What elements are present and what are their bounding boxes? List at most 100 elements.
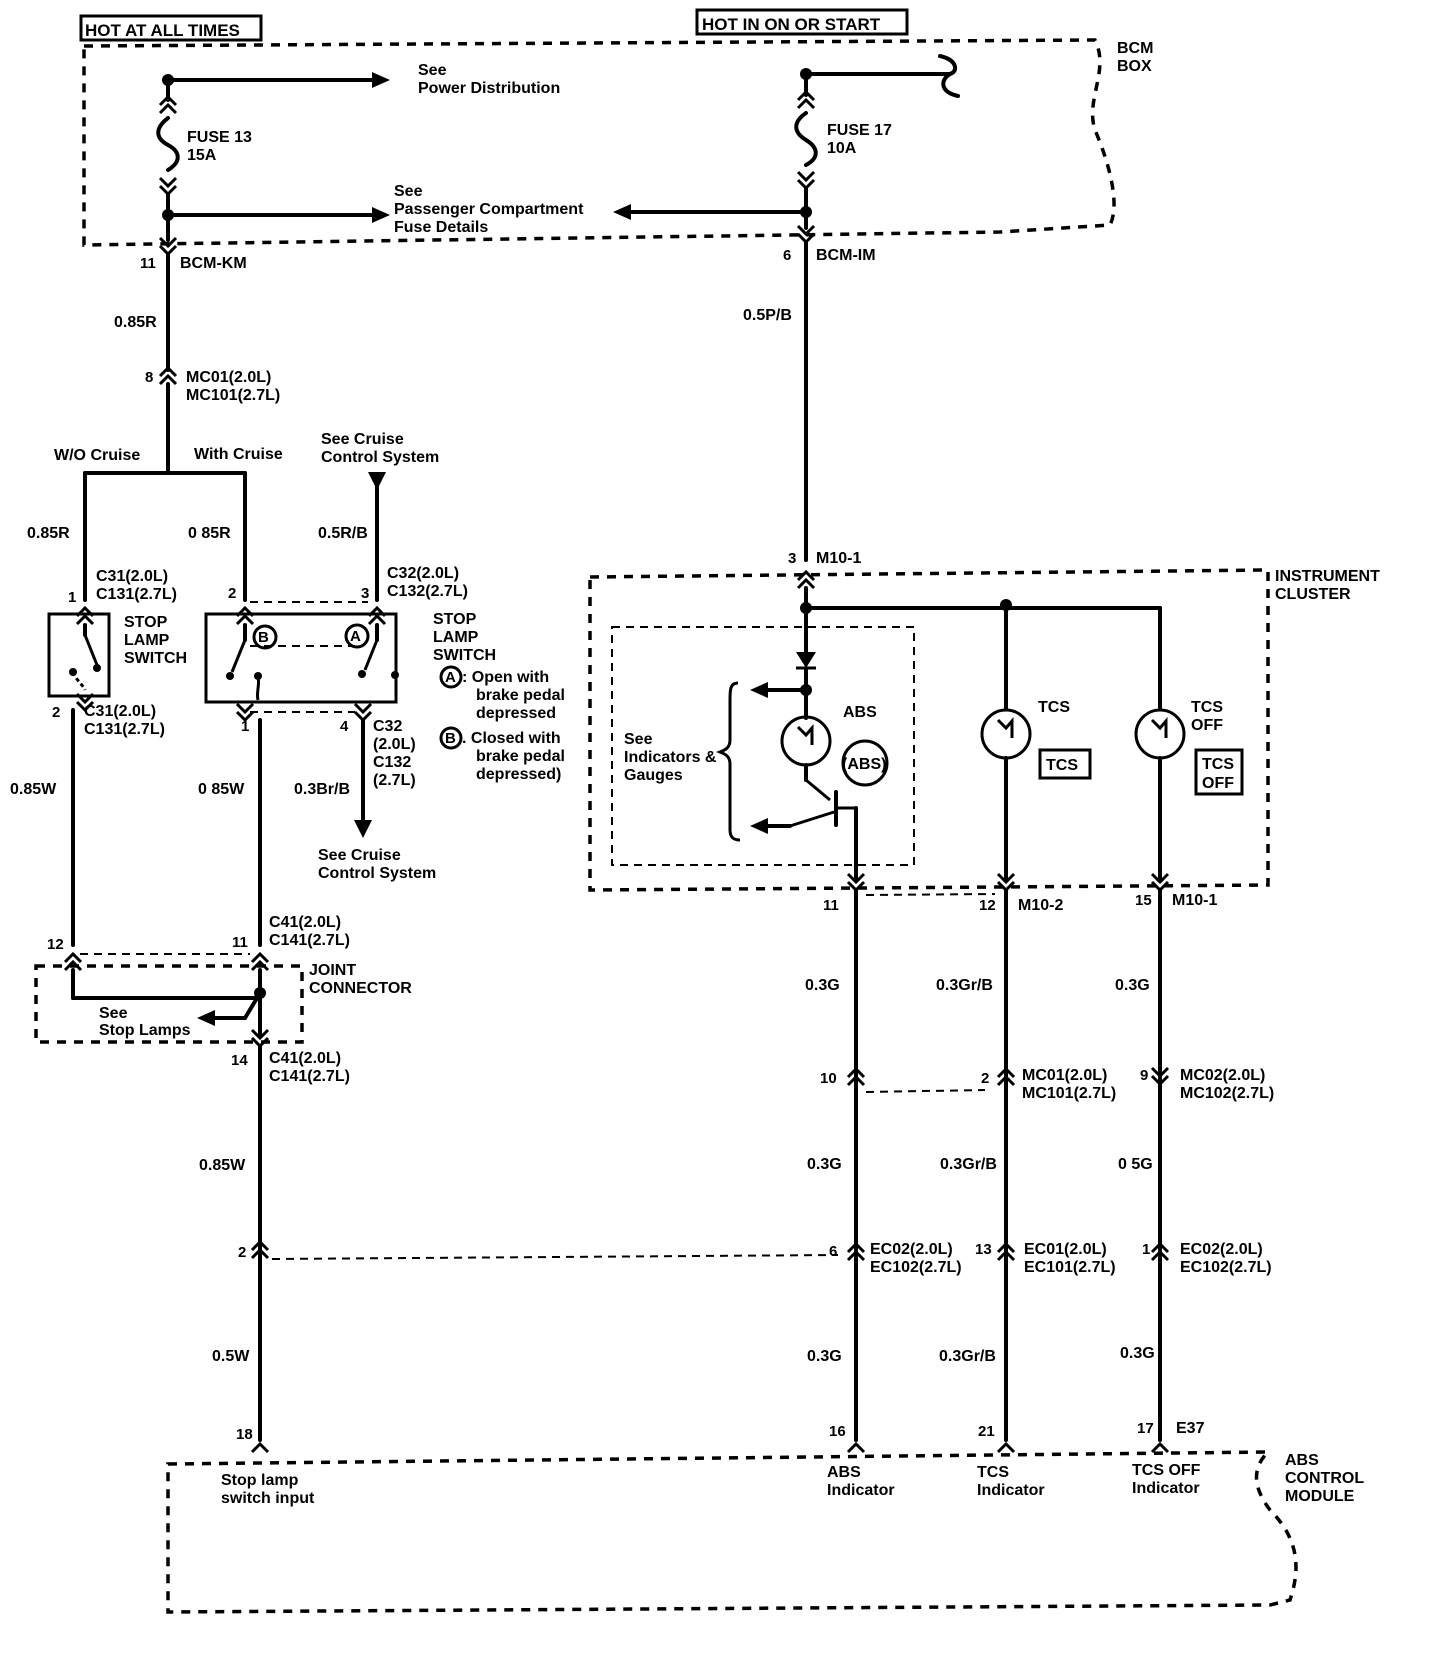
abs-indicator-label: ABS bbox=[827, 1464, 861, 1481]
ec102-label-a: EC102(2.7L) bbox=[870, 1259, 962, 1276]
see-cruise-arrow-bottom bbox=[354, 820, 372, 838]
see-cruise-detail-top: Control System bbox=[321, 449, 439, 466]
pin-ec-left-2: 2 bbox=[238, 1244, 246, 1261]
cluster-internal-wiring bbox=[750, 569, 1162, 720]
c31-bottom-label: C31(2.0L) bbox=[84, 703, 156, 720]
wire-03g-c: 0.3G bbox=[807, 1156, 842, 1173]
c132-bottom-label: C132 bbox=[373, 754, 411, 771]
connector-ec-left bbox=[250, 1239, 270, 1260]
pin-m10-12: 12 bbox=[979, 897, 996, 914]
bcm-box-label: BCM BOX bbox=[1117, 40, 1153, 75]
stop-lamp-switch-1-label-b: LAMP bbox=[124, 632, 170, 649]
ec01-label: EC01(2.0L) bbox=[1024, 1241, 1107, 1258]
mc02-label: MC02(2.0L) bbox=[1180, 1067, 1265, 1084]
tcs-off-lamp-label-a: TCS bbox=[1191, 699, 1223, 716]
joint-connector-label-a: JOINT bbox=[309, 962, 356, 979]
stop-lamp-switch-1-label-a: STOP bbox=[124, 614, 168, 631]
wire-085w-c: 0.85W bbox=[199, 1157, 246, 1174]
ec02-label-a: EC02(2.0L) bbox=[870, 1241, 953, 1258]
pin-abs-21: 21 bbox=[978, 1423, 995, 1440]
wire-03grb-b: 0.3Gr/B bbox=[940, 1156, 997, 1173]
instrument-cluster-label-a: INSTRUMENT bbox=[1275, 568, 1380, 585]
c31-top-label: C31(2.0L) bbox=[96, 568, 168, 585]
stop-lamp-input-label: Stop lamp bbox=[221, 1472, 299, 1489]
pin-m10-1-top: 3 bbox=[788, 550, 796, 567]
ec02-label-b: EC02(2.0L) bbox=[1180, 1241, 1263, 1258]
stop-lamp-switch-2-label-b: LAMP bbox=[433, 629, 479, 646]
wo-cruise-label: W/O Cruise bbox=[54, 447, 140, 464]
abs-module-label-c: MODULE bbox=[1285, 1488, 1355, 1505]
ec101-label: EC101(2.7L) bbox=[1024, 1259, 1116, 1276]
ec-connectors-right bbox=[846, 1241, 1170, 1262]
stop-lamp-input-detail: switch input bbox=[221, 1490, 315, 1507]
svg-text:A: A bbox=[445, 669, 456, 686]
switch-b-marker: B bbox=[258, 629, 269, 646]
c32-bottom-label: C32 bbox=[373, 718, 402, 735]
mc101-label-left: MC101(2.7L) bbox=[186, 387, 280, 404]
svg-text:. Closed with: . Closed with bbox=[462, 730, 561, 747]
tcs-off-symbol-icon: TCS OFF bbox=[1194, 748, 1244, 796]
tcs-off-indicator-label: TCS OFF bbox=[1132, 1462, 1201, 1479]
abs-control-module-outline bbox=[166, 1450, 1298, 1614]
see-indicators-detail-a: Indicators & bbox=[624, 749, 717, 766]
pin-c32-1: 1 bbox=[241, 718, 249, 735]
c32-top-label: C32(2.0L) bbox=[387, 565, 459, 582]
mc01-label-right: MC01(2.0L) bbox=[1022, 1067, 1107, 1084]
m10-2-label: M10-2 bbox=[1018, 897, 1063, 914]
see-cruise-label-top: See Cruise bbox=[321, 431, 404, 448]
see-cruise-label-bottom: See Cruise bbox=[318, 847, 401, 864]
pin-c31-1: 1 bbox=[68, 589, 76, 606]
abs-module-label-a: ABS bbox=[1285, 1452, 1319, 1469]
mc01-label-left: MC01(2.0L) bbox=[186, 369, 271, 386]
see-stop-lamps-label: See bbox=[99, 1005, 128, 1022]
cruise-split-wires bbox=[83, 382, 379, 602]
tcs-indicator-label: TCS bbox=[977, 1464, 1009, 1481]
wire-085r-b: 0 85R bbox=[188, 525, 231, 542]
fuse-13-circuit bbox=[156, 72, 390, 372]
tcs-symbol-icon: TCS bbox=[1038, 748, 1092, 780]
fuse-17-rating: 10A bbox=[827, 140, 857, 157]
svg-text:TCS: TCS bbox=[1202, 756, 1234, 773]
pin-bcm-im: 6 bbox=[783, 247, 791, 264]
abs-module-connectors bbox=[250, 1441, 1170, 1454]
stop-lamp-switch-2-label-a: STOP bbox=[433, 611, 477, 628]
conn-bcm-km: BCM-KM bbox=[180, 255, 247, 272]
pin-mc-9: 9 bbox=[1140, 1067, 1148, 1084]
c141-top-label: C141(2.7L) bbox=[269, 932, 350, 949]
e37-label: E37 bbox=[1176, 1420, 1205, 1437]
switch-note-b: B . Closed with brake pedal depressed) bbox=[439, 726, 565, 783]
fuse-17-circuit bbox=[613, 54, 960, 562]
abs-symbol-icon: (ABS) bbox=[841, 739, 889, 787]
c32-bottom-engine: (2.0L) bbox=[373, 736, 416, 753]
pin-mc-2: 2 bbox=[981, 1070, 989, 1087]
see-fuse-details: Fuse Details bbox=[394, 219, 488, 236]
c41-bottom-label: C41(2.0L) bbox=[269, 1050, 341, 1067]
wire-03g-b: 0.3G bbox=[1115, 977, 1150, 994]
wire-03brb: 0.3Br/B bbox=[294, 781, 350, 798]
svg-text:OFF: OFF bbox=[1202, 775, 1234, 792]
switch-a-marker: A bbox=[350, 628, 361, 645]
indicators-brace bbox=[715, 681, 741, 842]
pin-bcm-km: 11 bbox=[140, 255, 156, 272]
m10-1-bottom-label: M10-1 bbox=[1172, 892, 1217, 909]
abs-lamp-label: ABS bbox=[843, 704, 877, 721]
abs-module-label-b: CONTROL bbox=[1285, 1470, 1364, 1487]
fuse-17-name: FUSE 17 bbox=[827, 122, 892, 139]
tcs-off-lamp-icon bbox=[1134, 708, 1186, 882]
pin-c32-4: 4 bbox=[340, 718, 349, 735]
tcs-off-lamp-label-b: OFF bbox=[1191, 717, 1223, 734]
pin-ec-13: 13 bbox=[975, 1241, 992, 1258]
svg-text:(ABS): (ABS) bbox=[842, 756, 886, 773]
see-indicators-label: See bbox=[624, 731, 653, 748]
indicator-output-wires bbox=[854, 888, 1162, 1442]
hot-at-all-times-label: HOT AT ALL TIMES bbox=[79, 14, 263, 42]
see-passenger-label: See bbox=[394, 183, 423, 200]
c131-bottom-label: C131(2.7L) bbox=[84, 721, 165, 738]
see-cruise-detail-bottom: Control System bbox=[318, 865, 436, 882]
pin-m10-11: 11 bbox=[823, 897, 839, 914]
ec102-label-b: EC102(2.7L) bbox=[1180, 1259, 1272, 1276]
svg-text:HOT IN ON OR START: HOT IN ON OR START bbox=[702, 15, 881, 34]
ec-connector-link bbox=[271, 1254, 839, 1260]
switch-output-wires bbox=[71, 708, 365, 947]
